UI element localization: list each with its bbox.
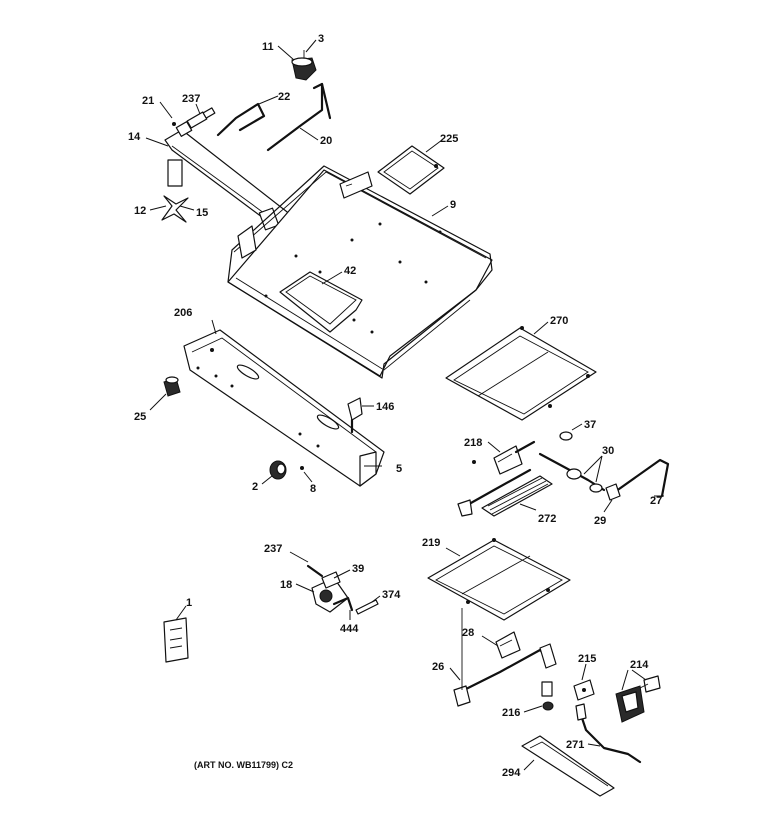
- callout-label: 271: [566, 739, 584, 751]
- callout-label: 218: [464, 437, 482, 449]
- callout-label: 42: [344, 265, 356, 277]
- callout-label: 39: [352, 563, 364, 575]
- manifold-pipe-part: [161, 107, 301, 239]
- plate-219-part: [427, 538, 571, 621]
- callout-label: 11: [262, 41, 274, 53]
- fitting-37-part: [559, 431, 573, 441]
- callout-label: 225: [440, 133, 458, 145]
- callout-label: 9: [450, 199, 456, 211]
- callout-label: 25: [134, 411, 146, 423]
- callout-label: 237: [182, 93, 200, 105]
- callout-label: 214: [630, 659, 649, 671]
- callout-label: 12: [134, 205, 146, 217]
- callout-label: 206: [174, 307, 192, 319]
- callout-label: 27: [650, 495, 662, 507]
- callout-label: 215: [578, 653, 596, 665]
- callout-label: 30: [602, 445, 614, 457]
- burner-box-9-part: [227, 165, 493, 379]
- valve-knob-part: [291, 50, 317, 81]
- bracket-294-part: [521, 735, 615, 797]
- callout-label: 237: [264, 543, 282, 555]
- burner-tube-26-part: [453, 608, 557, 707]
- callout-label: 3: [318, 33, 324, 45]
- knob-2-part: [269, 460, 287, 480]
- art-number-caption: (ART NO. WB11799) C2: [194, 760, 293, 770]
- callout-label: 5: [396, 463, 402, 475]
- callout-labels: 3 11 21 237 22 20 14 225 9 12 15 42 206 …: [128, 33, 662, 779]
- screw-8-part: [300, 466, 304, 470]
- callout-label: 8: [310, 483, 316, 495]
- tube-271-part: [575, 703, 642, 764]
- callout-label: 219: [422, 537, 440, 549]
- callout-label: 21: [142, 95, 154, 107]
- burner-272-part: [457, 468, 553, 517]
- callout-label: 18: [280, 579, 292, 591]
- callout-label: 37: [584, 419, 596, 431]
- regulator-part: [306, 564, 379, 615]
- callout-label: 1: [186, 597, 192, 609]
- callout-label: 294: [502, 767, 521, 779]
- front-panel-5-part: [183, 329, 385, 487]
- bracket-146-part: [347, 397, 363, 434]
- callout-label: 2: [252, 481, 258, 493]
- tube-27-part: [605, 458, 670, 501]
- callout-label: 20: [320, 135, 332, 147]
- callout-label: 15: [196, 207, 208, 219]
- clip-25-part: [163, 376, 181, 397]
- manual-1-part: [163, 617, 189, 663]
- callout-label: 270: [550, 315, 568, 327]
- callout-label: 444: [340, 623, 359, 635]
- callout-label: 14: [128, 131, 141, 143]
- fitting-215-part: [573, 679, 595, 701]
- plate-270-part: [445, 326, 597, 421]
- orifice-216-part: [541, 681, 554, 711]
- callout-label: 22: [278, 91, 290, 103]
- callout-label: 29: [594, 515, 606, 527]
- callout-label: 216: [502, 707, 520, 719]
- tube-30-part: [538, 452, 606, 493]
- callout-label: 26: [432, 661, 444, 673]
- callout-label: 272: [538, 513, 556, 525]
- igniter-28-part: [495, 631, 521, 659]
- callout-label: 28: [462, 627, 474, 639]
- igniter-218-part: [472, 440, 536, 475]
- wire-22-part: [216, 82, 332, 152]
- callout-label: 374: [382, 589, 401, 601]
- valve-214-part: [615, 675, 661, 723]
- plate-225-part: [377, 145, 445, 195]
- callout-label: 146: [376, 401, 394, 413]
